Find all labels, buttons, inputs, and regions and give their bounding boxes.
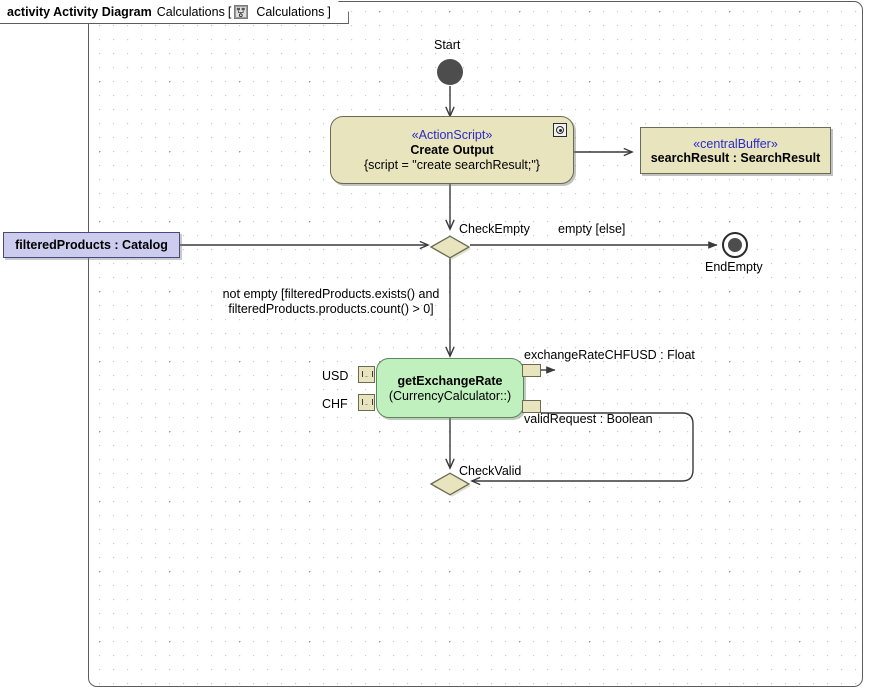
action-node-create-output[interactable]: «ActionScript» Create Output {script = "… [330,116,574,184]
pin-usd-label: USD [322,369,349,383]
create-output-tagged-value: {script = "create searchResult;"} [364,158,540,172]
object-node-search-result[interactable]: «centralBuffer» searchResult : SearchRes… [640,127,831,174]
frame-bracket-open: [ [227,4,232,19]
check-valid-label: CheckValid [459,464,522,478]
create-output-stereotype: «ActionScript» [411,128,493,142]
pin-usd[interactable] [358,366,375,383]
diagram-frame [88,1,863,687]
end-empty-label: EndEmpty [705,260,763,274]
pin-valid-request-label: validRequest : Boolean [524,412,653,426]
create-output-name: Create Output [410,143,494,157]
frame-qualified-name: Calculations [256,4,325,19]
edge-label-not-empty-line2: filteredProducts.products.count() > 0] [228,302,434,316]
central-buffer-stereotype: «centralBuffer» [693,136,778,151]
pin-exchange-rate-label: exchangeRateCHFUSD : Float [524,348,695,362]
decision-node-check-empty[interactable] [428,233,471,260]
get-exchange-rate-name: getExchangeRate [397,373,503,388]
action-script-badge-icon [553,123,567,137]
diagram-frame-header: activity Activity Diagram Calculations [… [0,0,349,24]
final-node-end-empty[interactable] [722,232,748,258]
pin-chf[interactable] [358,394,375,411]
edge-label-not-empty-line1: not empty [filteredProducts.exists() and [222,287,440,301]
call-behavior-action-get-exchange-rate[interactable]: getExchangeRate (CurrencyCalculator::) [376,358,524,418]
activity-diagram-icon [234,5,248,19]
central-buffer-name: searchResult : SearchResult [650,150,821,165]
get-exchange-rate-behavior: (CurrencyCalculator::) [388,388,512,403]
pin-chf-label: CHF [322,397,348,411]
frame-diagram-name: Calculations [156,4,225,19]
pin-exchange-rate[interactable] [522,364,541,377]
edge-label-not-empty: not empty [filteredProducts.exists() and… [200,287,462,317]
object-node-filtered-products[interactable]: filteredProducts : Catalog [3,232,180,258]
start-node-label: Start [434,38,461,52]
edge-label-empty-else: empty [else] [558,222,626,236]
decision-node-check-valid[interactable] [428,470,471,497]
frame-bracket-close: ] [327,4,331,19]
check-empty-label: CheckEmpty [459,222,530,236]
initial-node-start[interactable] [437,59,463,85]
pin-valid-request[interactable] [522,400,541,413]
frame-keyword: activity Activity Diagram [7,4,152,19]
